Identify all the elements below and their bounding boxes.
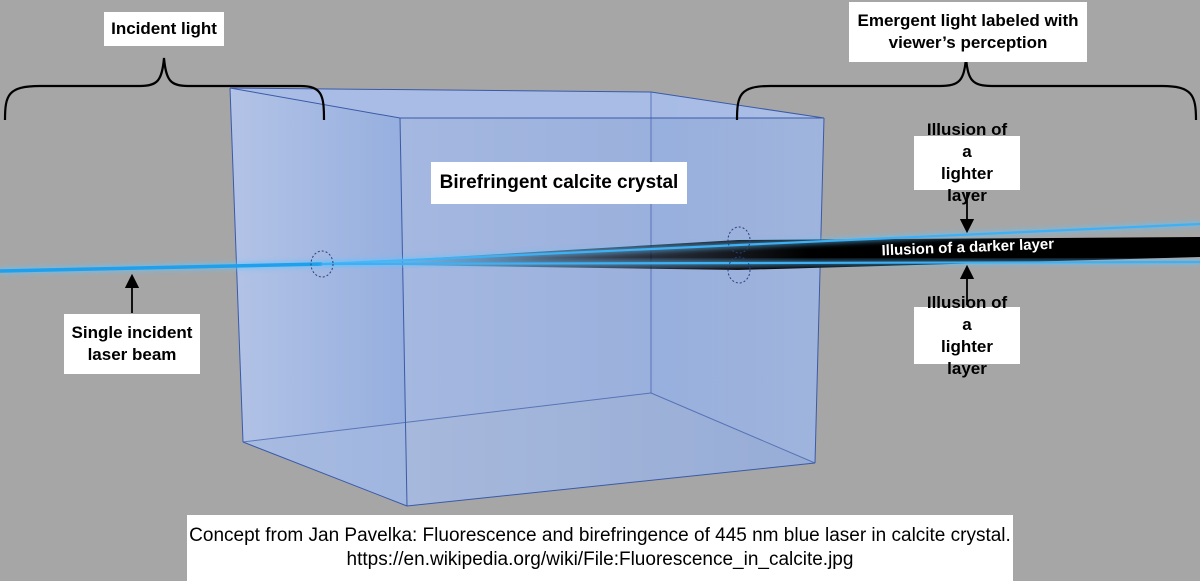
- crystal-edges: [229, 87, 825, 507]
- lighter-layer-bottom-label: Illusion of a lighter layer: [914, 293, 1020, 378]
- crystal-label-text: Birefringent calcite crystal: [439, 172, 679, 193]
- caption-line2: https://en.wikipedia.org/wiki/File:Fluor…: [346, 549, 854, 570]
- source-caption: Concept from Jan Pavelka: Fluorescence a…: [187, 515, 1013, 581]
- lighter-top-line2: lighter layer: [941, 164, 993, 205]
- emergent-light-brace: [735, 57, 1198, 121]
- entry-point-marker: [310, 250, 334, 278]
- lighter-layer-top-label: Illusion of a lighter layer: [914, 120, 1020, 205]
- lighter-bottom-line2: lighter layer: [941, 336, 993, 378]
- lighter-bottom-line1: Illusion of a: [926, 292, 1008, 334]
- lower-refracted-beam: [321, 260, 1200, 266]
- crystal-left-face: [230, 88, 407, 506]
- laser-beams: [0, 221, 1200, 275]
- darker-layer-label: Illusion of a darker layer: [881, 236, 1054, 260]
- incident-light-brace: [3, 57, 326, 121]
- exit-point-lower-marker: [727, 256, 751, 284]
- incident-light-label: Incident light: [104, 12, 224, 46]
- crystal-front-face: [400, 118, 824, 506]
- emergent-light-label: Emergent light labeled with viewer’s per…: [849, 2, 1087, 62]
- single-beam-line2: laser beam: [87, 345, 177, 364]
- upper-refracted-beam: [321, 222, 1200, 266]
- crystal-label: Birefringent calcite crystal: [431, 162, 687, 204]
- incident-light-text: Incident light: [111, 19, 217, 38]
- calcite-crystal: [229, 87, 825, 507]
- emergent-light-line1: Emergent light labeled with: [857, 11, 1079, 30]
- crystal-top-face: [230, 88, 824, 118]
- exit-point-upper-marker: [727, 226, 751, 254]
- incident-laser-beam: [0, 262, 323, 273]
- single-beam-line1: Single incident: [71, 323, 193, 342]
- single-beam-label: Single incident laser beam: [64, 314, 200, 374]
- emergent-light-line2: viewer’s perception: [888, 33, 1048, 52]
- caption-line1: Concept from Jan Pavelka: Fluorescence a…: [189, 525, 1011, 546]
- lighter-top-line1: Illusion of a: [926, 120, 1008, 161]
